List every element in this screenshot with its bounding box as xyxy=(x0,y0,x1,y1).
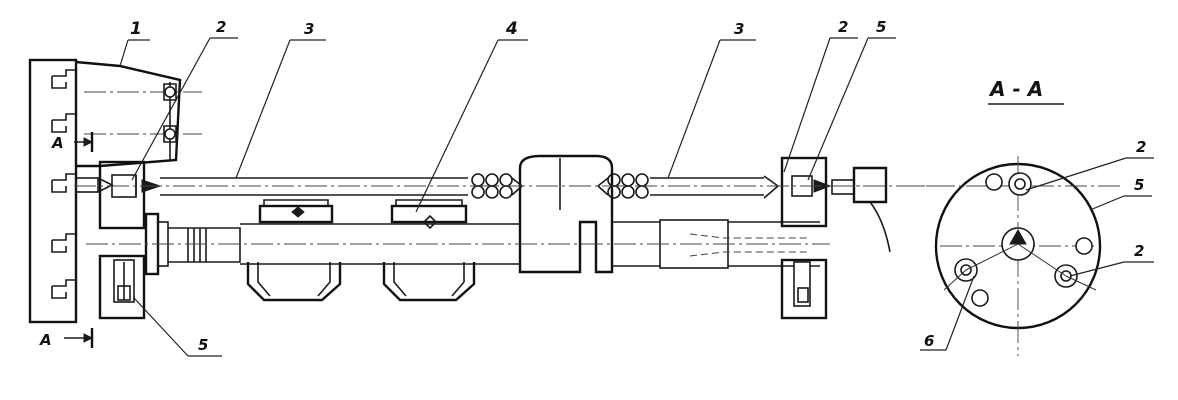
callout-1: 1 xyxy=(130,19,142,39)
crankshaft xyxy=(86,154,830,276)
left-center-holder xyxy=(98,160,146,320)
callout-5-left: 5 xyxy=(198,336,208,354)
section-view-title: A - A xyxy=(988,77,1043,101)
steady-rest-2 xyxy=(382,199,476,302)
counterweight-bracket xyxy=(75,60,202,168)
callout-4: 4 xyxy=(505,19,518,39)
steady-rest-1 xyxy=(246,199,342,302)
section-callout-2-right: 2 xyxy=(1134,242,1144,260)
section-callout-2-top: 2 xyxy=(1136,138,1146,156)
callout-5-right: 5 xyxy=(876,18,886,36)
callout-3-left: 3 xyxy=(304,20,314,38)
section-view: A - A 2 5 2 6 xyxy=(900,77,1154,356)
tailstock-quill xyxy=(830,166,936,253)
section-mark-top: A xyxy=(51,132,94,152)
faceplate xyxy=(28,58,78,324)
callout-2-left: 2 xyxy=(216,18,226,36)
section-letter-bottom: A xyxy=(39,331,52,349)
section-callout-5: 5 xyxy=(1134,176,1144,194)
section-mark-bottom: A xyxy=(39,328,94,349)
t-slots xyxy=(51,69,76,299)
callouts-main-view: 1 2 3 4 3 2 5 5 xyxy=(119,18,896,357)
callout-2-right: 2 xyxy=(838,18,848,36)
callout-3-right: 3 xyxy=(734,20,744,38)
section-letter-top: A xyxy=(51,134,64,152)
section-callout-6: 6 xyxy=(924,332,934,350)
